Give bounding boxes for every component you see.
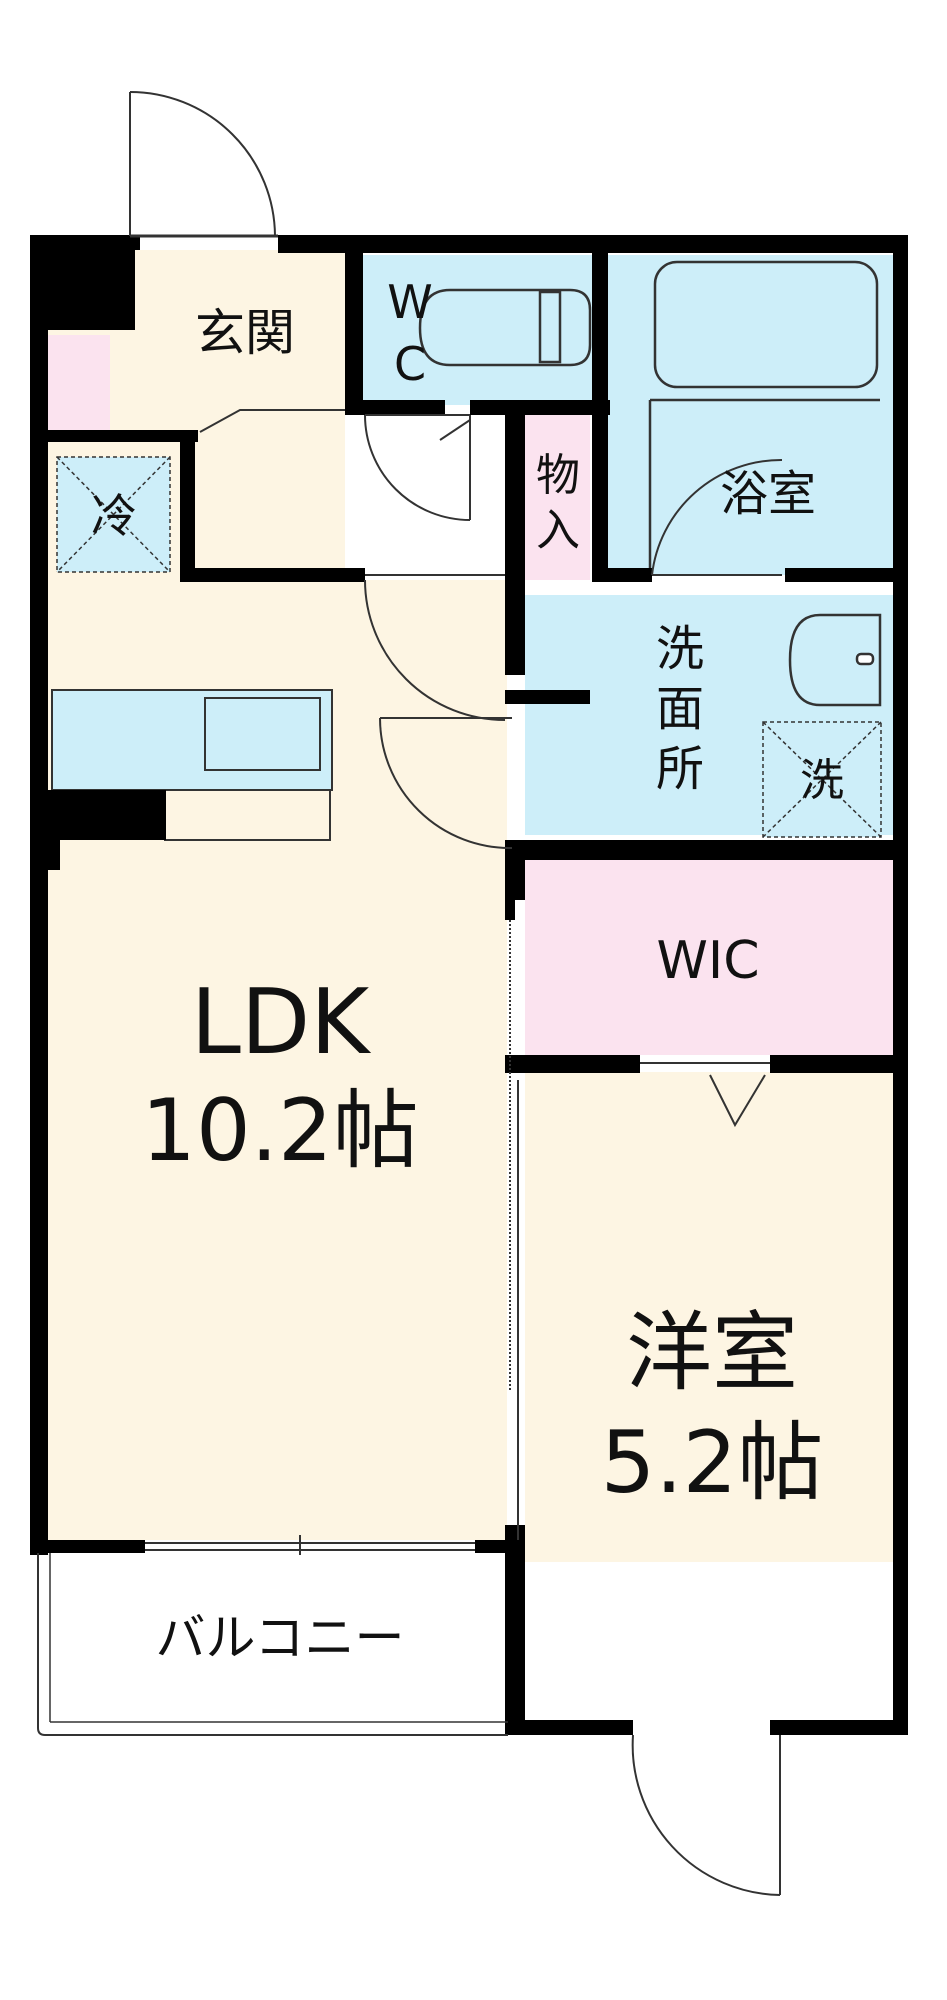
bath-label: 浴室 [720, 466, 816, 522]
fridge-label: 冷 [91, 489, 137, 543]
doors [37, 91, 783, 1896]
fixtures [56, 260, 882, 838]
labels: 玄関 W C 物 入 冷 浴室 洗 面 所 洗 WIC LDK 10.2帖 洋室… [91, 275, 844, 1667]
kitchen-sink [204, 697, 321, 771]
washroom-label-2: 面 [656, 681, 704, 737]
wc-label-bottom: C [394, 337, 426, 391]
storage-label-bottom: 入 [536, 505, 580, 556]
storage-label-top: 物 [536, 450, 580, 501]
washer-space [763, 722, 881, 837]
western-floor [525, 1072, 893, 1562]
balcony-label: バルコニー [156, 1609, 405, 1667]
washer-label: 洗 [800, 755, 844, 806]
storage-floor [525, 415, 590, 580]
room-fills [45, 250, 893, 1562]
ldk-size-label: 10.2帖 [141, 1081, 418, 1181]
washroom-label-3: 所 [656, 741, 704, 797]
entrance-label: 玄関 [195, 304, 295, 362]
wic-floor [525, 860, 893, 1055]
western-size-label: 5.2帖 [601, 1413, 824, 1513]
entrance-shoe-cabinet [48, 335, 110, 430]
wc-label-top: W [387, 275, 432, 329]
toilet [418, 288, 592, 367]
wash-basin [788, 613, 882, 707]
western-name-label: 洋室 [626, 1303, 798, 1403]
washroom-label-1: 洗 [656, 621, 704, 677]
ldk-name-label: LDK [191, 970, 371, 1075]
walls [30, 235, 908, 1735]
bathtub [653, 260, 879, 389]
kitchen-counter-lower [164, 789, 331, 841]
wic-label: WIC [656, 931, 759, 991]
